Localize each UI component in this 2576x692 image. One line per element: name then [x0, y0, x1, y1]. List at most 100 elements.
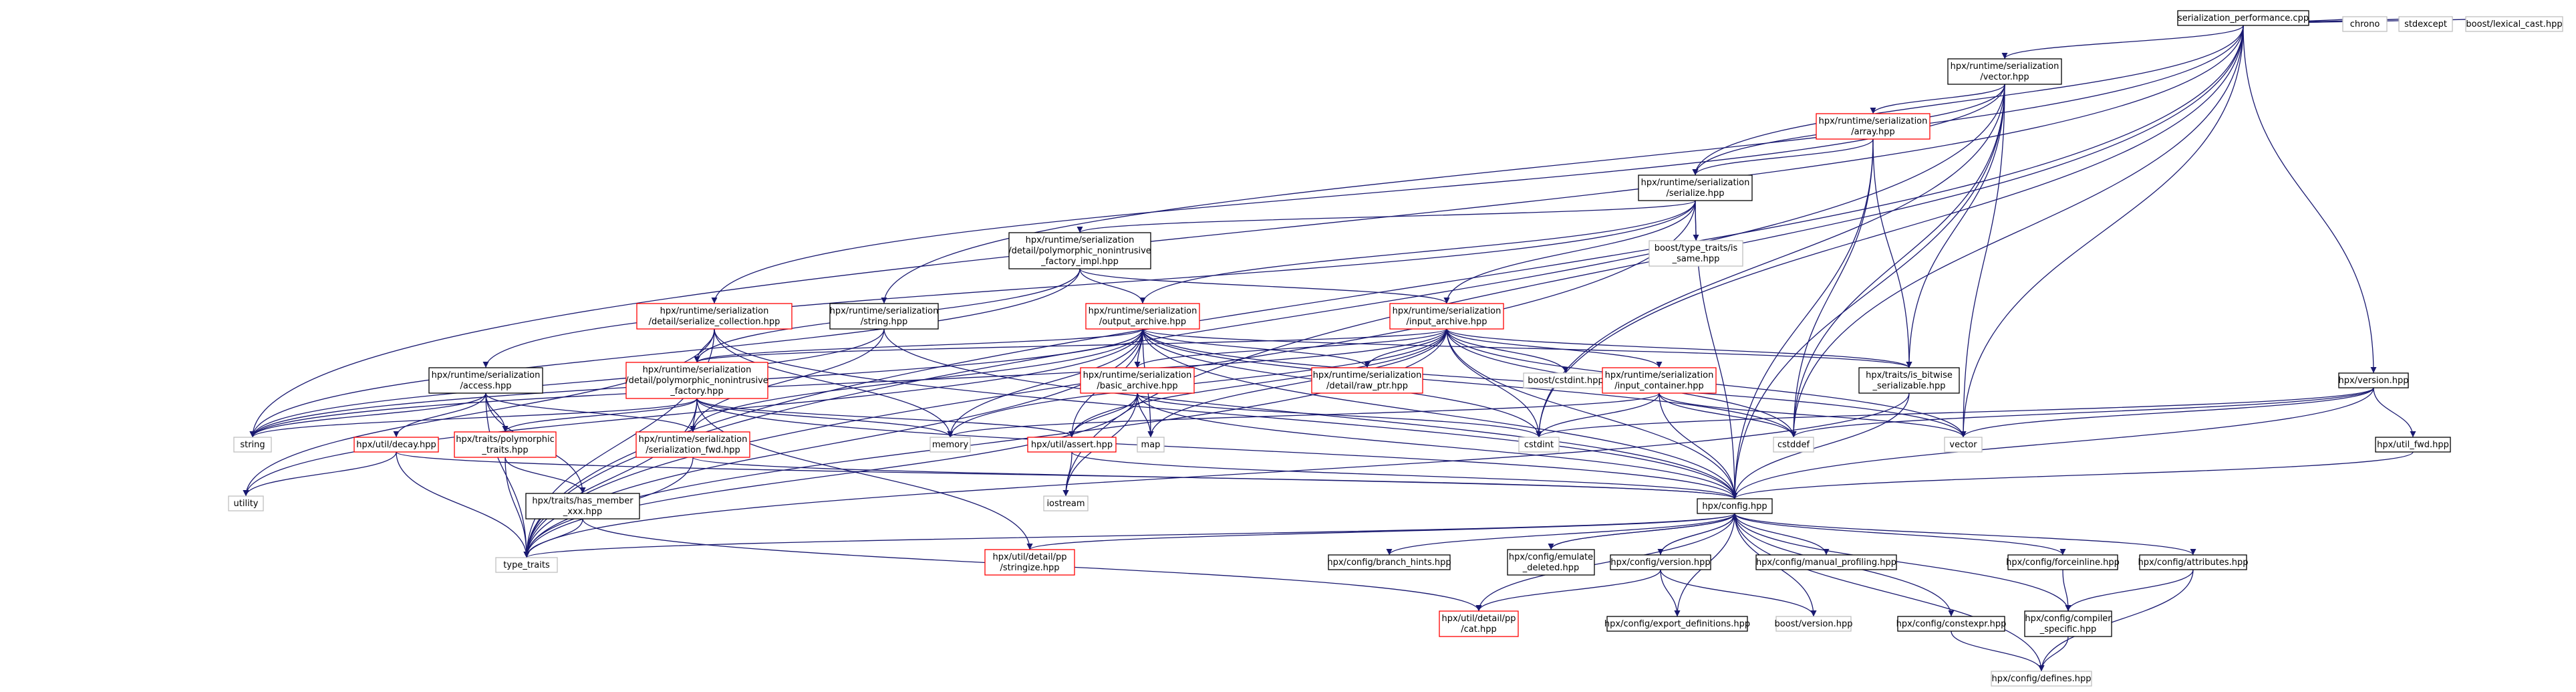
node-box	[1606, 616, 1748, 632]
node-ser_string[interactable]: hpx/runtime/serialization/string.hpp	[829, 303, 939, 330]
node-box	[1858, 367, 1960, 394]
node-label: cstddef	[1777, 440, 1810, 450]
node-ser_collection[interactable]: hpx/runtime/serialization/detail/seriali…	[636, 303, 793, 330]
node-label: cstdint	[1524, 440, 1554, 450]
edge-input_container-to-config	[1659, 392, 1738, 499]
node-defines[interactable]: hpx/config/defines.hpp	[1991, 671, 2092, 687]
node-lexical_cast[interactable]: boost/lexical_cast.hpp	[2465, 16, 2563, 32]
node-boost_version[interactable]: boost/version.hpp	[1775, 616, 1853, 632]
node-version_hpp[interactable]: hpx/version.hpp	[2338, 372, 2409, 388]
node-ser_fwd[interactable]: hpx/runtime/serialization/serialization_…	[635, 431, 750, 458]
node-box	[1697, 498, 1773, 514]
node-is_same[interactable]: boost/type_traits/is_same.hpp	[1649, 240, 1743, 267]
node-stdexcept[interactable]: stdexcept	[2398, 16, 2453, 32]
node-poly_nonintr[interactable]: hpx/runtime/serialization/detail/polymor…	[625, 362, 768, 399]
node-boost_cstdint[interactable]: boost/cstdint.hpp	[1523, 372, 1608, 388]
node-config[interactable]: hpx/config.hpp	[1697, 498, 1773, 514]
node-input_archive[interactable]: hpx/runtime/serialization/input_archive.…	[1389, 303, 1504, 330]
edge-input_archive-to-input_container	[1446, 328, 1663, 368]
node-stringize[interactable]: hpx/util/detail/pp/stringize.hpp	[984, 549, 1075, 576]
node-iostream[interactable]: iostream	[1043, 495, 1089, 511]
node-attributes[interactable]: hpx/config/attributes.hpp	[2138, 554, 2249, 570]
node-input_container[interactable]: hpx/runtime/serialization/input_containe…	[1602, 367, 1717, 394]
node-config_version[interactable]: hpx/config/version.hpp	[1610, 554, 1711, 570]
edge-ser_fwd-to-config	[692, 457, 1738, 499]
edge-config-to-defines	[1734, 513, 2045, 672]
node-label: chrono	[2350, 19, 2380, 29]
edge-poly_nonintr-to-config	[696, 398, 1738, 499]
edge-version_hpp-to-util_fwd	[2373, 387, 2416, 438]
node-decay[interactable]: hpx/util/decay.hpp	[353, 437, 439, 453]
edge-ser_vector-to-ser_array	[1870, 84, 2005, 114]
edge-config-to-stringize	[1026, 513, 1735, 550]
edge-config_version-to-boost_version	[1660, 569, 1817, 617]
node-branch_hints[interactable]: hpx/config/branch_hints.hpp	[1327, 554, 1451, 570]
node-box	[353, 437, 439, 453]
edge-layer	[243, 16, 2517, 672]
node-compiler_specific[interactable]: hpx/config/compiler_specific.hpp	[2024, 610, 2112, 637]
node-label: _traits.hpp	[481, 445, 528, 455]
node-label: hpx/version.hpp	[2338, 376, 2408, 386]
node-label: boost/lexical_cast.hpp	[2466, 19, 2562, 29]
edge-poly_nonintr_impl-to-output_archive	[1079, 268, 1146, 304]
node-emulate_deleted[interactable]: hpx/config/emulate_deleted.hpp	[1507, 549, 1595, 576]
node-constexpr[interactable]: hpx/config/constexpr.hpp	[1896, 616, 2007, 632]
edge-root-to-ser_vector	[2001, 25, 2244, 60]
edge-input_container-to-cstddef	[1659, 392, 1797, 438]
node-cstdint[interactable]: cstdint	[1518, 437, 1560, 453]
node-ser_vector[interactable]: hpx/runtime/serialization/vector.hpp	[1947, 58, 2062, 85]
node-box	[2342, 16, 2388, 32]
node-cstddef[interactable]: cstddef	[1773, 437, 1814, 453]
edge-input_container-to-memory	[947, 392, 1660, 438]
node-util_assert[interactable]: hpx/util/assert.hpp	[1027, 437, 1117, 453]
edge-util_assert-to-config	[1071, 451, 1738, 499]
node-string[interactable]: string	[233, 437, 272, 453]
node-vector[interactable]: vector	[1944, 437, 1983, 453]
node-label: hpx/config/export_definitions.hpp	[1604, 619, 1750, 629]
edge-ser_access-to-decay	[393, 392, 486, 438]
node-ser_serialize[interactable]: hpx/runtime/serialization/serialize.hpp	[1638, 175, 1753, 201]
node-label: hpx/config/branch_hints.hpp	[1327, 558, 1451, 568]
edge-emulate_deleted-to-config	[1550, 513, 1738, 550]
node-manual_profiling[interactable]: hpx/config/manual_profiling.hpp	[1755, 554, 1897, 570]
node-label: hpx/util/assert.hpp	[1031, 440, 1113, 450]
node-box	[2465, 16, 2563, 32]
node-poly_traits[interactable]: hpx/traits/polymorphic_traits.hpp	[454, 431, 557, 458]
node-basic_archive[interactable]: hpx/runtime/serialization/basic_archive.…	[1080, 367, 1195, 394]
node-label: _specific.hpp	[2039, 624, 2097, 635]
node-util_fwd[interactable]: hpx/util_fwd.hpp	[2375, 437, 2451, 453]
edge-version_hpp-to-cstddef	[1790, 387, 2374, 438]
edge-ser_vector-to-is_bitwise	[1906, 84, 2005, 368]
node-ser_access[interactable]: hpx/runtime/serialization/access.hpp	[428, 367, 543, 394]
node-root[interactable]: serialization_performance.cpp	[2177, 10, 2309, 26]
node-forceinline[interactable]: hpx/config/forceinline.hpp	[2006, 554, 2120, 570]
edge-constexpr-to-defines	[1951, 630, 2045, 672]
node-poly_nonintr_impl[interactable]: hpx/runtime/serialization/detail/polymor…	[1008, 232, 1151, 269]
edge-poly_nonintr-to-type_traits	[523, 398, 698, 558]
node-type_traits[interactable]: type_traits	[495, 557, 558, 573]
node-export_defs[interactable]: hpx/config/export_definitions.hpp	[1604, 616, 1750, 632]
edge-ser_serialize-to-poly_nonintr_impl	[1077, 200, 1696, 233]
edge-output_archive-to-utility	[243, 328, 1143, 497]
edge-poly_nonintr-to-poly_traits	[502, 398, 698, 433]
node-label: hpx/runtime/serialization	[1641, 178, 1750, 188]
node-label: /serialize.hpp	[1667, 189, 1725, 199]
node-output_archive[interactable]: hpx/runtime/serialization/output_archive…	[1085, 303, 1200, 330]
node-chrono[interactable]: chrono	[2342, 16, 2388, 32]
node-memory[interactable]: memory	[929, 437, 971, 453]
edge-basic_archive-to-type_traits	[523, 392, 1138, 558]
node-ser_array[interactable]: hpx/runtime/serialization/array.hpp	[1816, 113, 1930, 140]
node-label: _factory.hpp	[670, 386, 723, 396]
node-label: /detail/serialize_collection.hpp	[649, 317, 780, 327]
node-label: _factory_impl.hpp	[1040, 257, 1119, 267]
edge-config_version-to-pp_cat	[1475, 569, 1661, 612]
node-pp_cat[interactable]: hpx/util/detail/pp/cat.hpp	[1439, 610, 1519, 637]
node-map[interactable]: map	[1137, 437, 1165, 453]
edge-input_archive-to-is_bitwise	[1446, 328, 1912, 368]
node-raw_ptr[interactable]: hpx/runtime/serialization/detail/raw_ptr…	[1311, 367, 1423, 394]
node-label: hpx/util/decay.hpp	[356, 440, 436, 450]
node-is_bitwise[interactable]: hpx/traits/is_bitwise_serializable.hpp	[1858, 367, 1960, 394]
node-has_member[interactable]: hpx/traits/has_member_xxx.hpp	[525, 493, 640, 520]
edge-poly_nonintr-to-util_assert	[696, 398, 1075, 438]
node-utility[interactable]: utility	[228, 495, 264, 511]
